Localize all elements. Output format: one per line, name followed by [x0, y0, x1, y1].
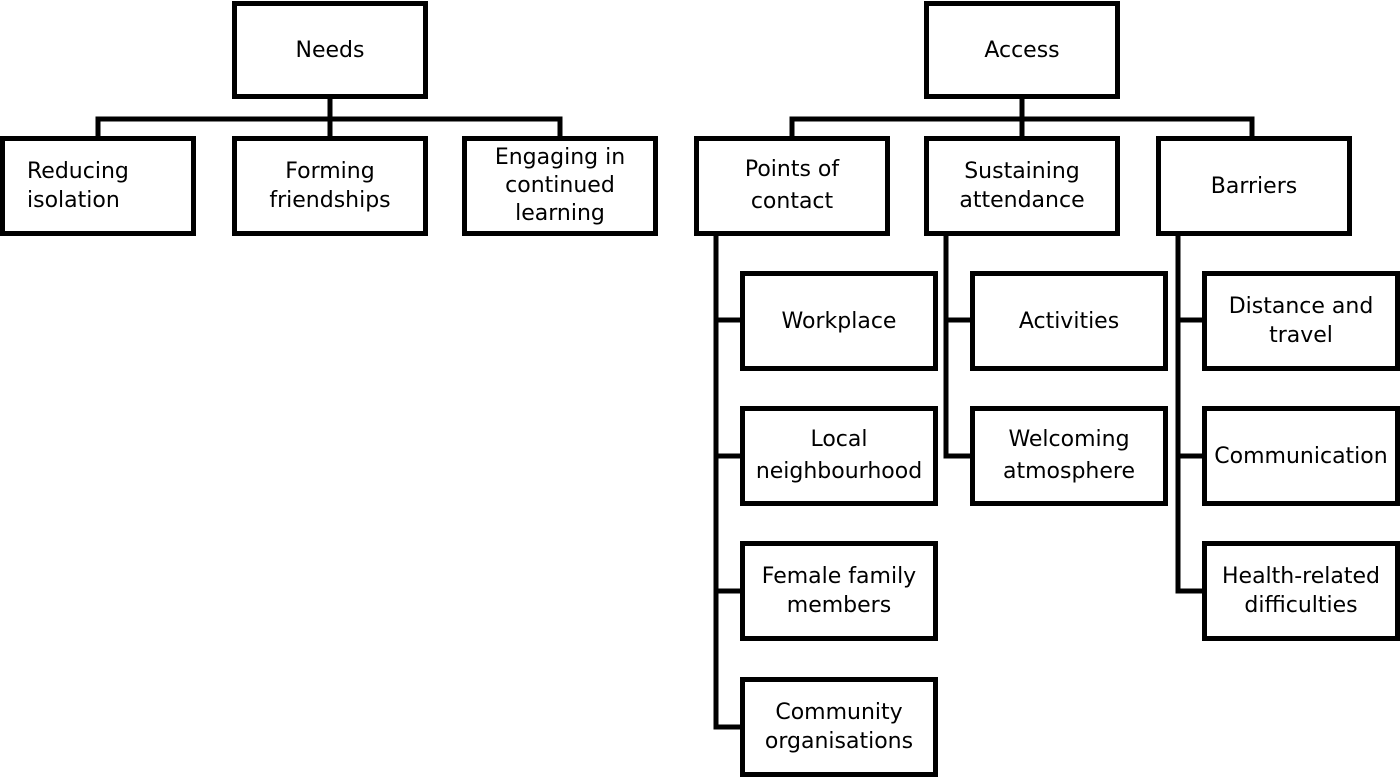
node-community-organisations: Community organisations	[740, 677, 938, 777]
node-welcoming-atmosphere: Welcoming atmosphere	[970, 406, 1168, 506]
node-engaging-in-continued-learning: Engaging in continued learning	[462, 136, 658, 236]
node-reducing-isolation: Reducing isolation	[0, 136, 196, 236]
node-local-neighbourhood: Local neighbourhood	[740, 406, 938, 506]
node-female-family-members: Female family members	[740, 541, 938, 641]
node-forming-friendships: Forming friendships	[232, 136, 428, 236]
node-points-of-contact: Points of contact	[694, 136, 890, 236]
node-needs: Needs	[232, 1, 428, 99]
node-barriers: Barriers	[1156, 136, 1352, 236]
node-workplace: Workplace	[740, 271, 938, 371]
node-access: Access	[924, 1, 1120, 99]
node-sustaining-attendance: Sustaining attendance	[924, 136, 1120, 236]
node-health-related-difficulties: Health-related difficulties	[1202, 541, 1400, 641]
node-activities: Activities	[970, 271, 1168, 371]
node-distance-and-travel: Distance and travel	[1202, 271, 1400, 371]
node-communication: Communication	[1202, 406, 1400, 506]
